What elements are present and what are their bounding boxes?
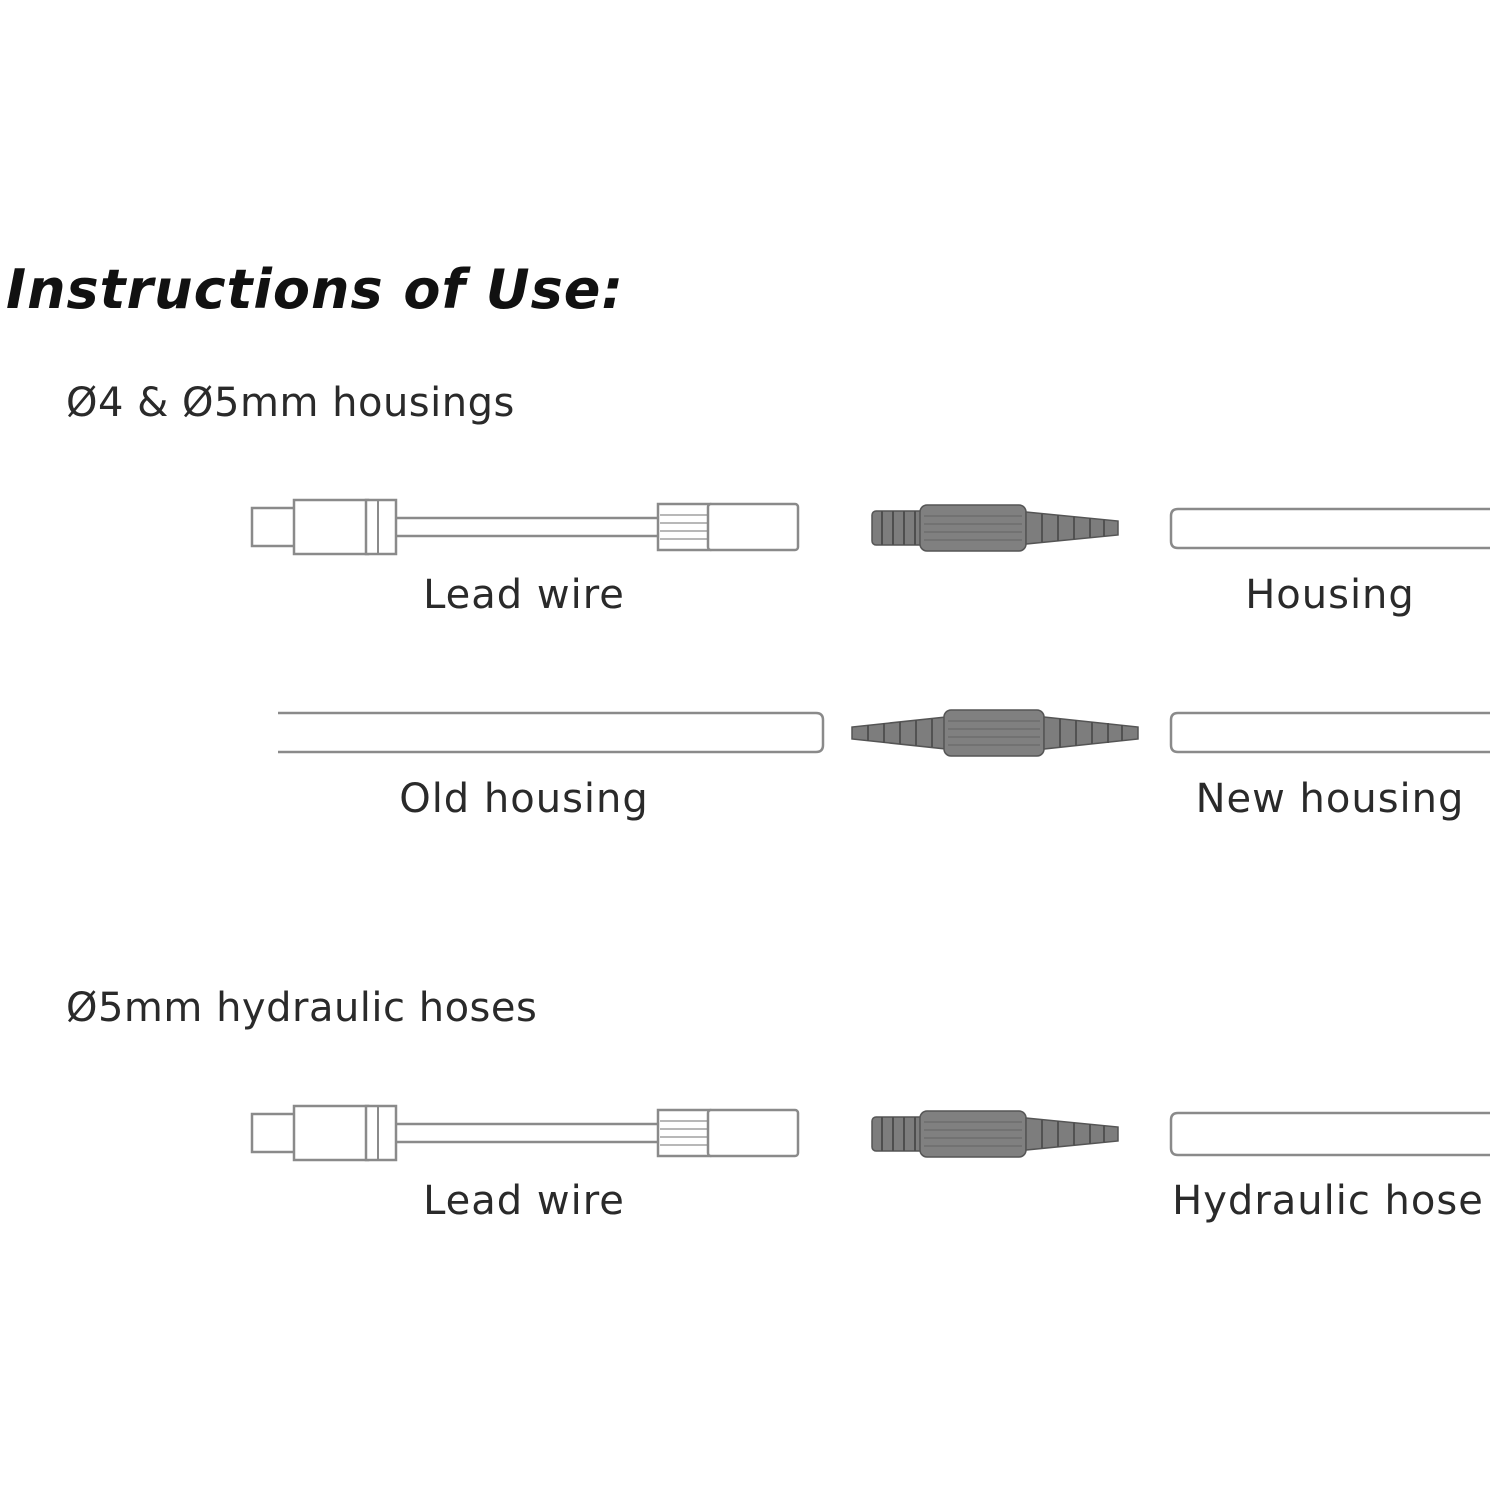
label-lead-wire-2: Lead wire (423, 1178, 625, 1224)
row2-new-housing-tube (1169, 711, 1490, 754)
row1-housing-tube (1169, 507, 1490, 550)
label-housing: Housing (1245, 572, 1415, 618)
section-heading-housings: Ø4 & Ø5mm housings (66, 380, 515, 426)
label-new-housing: New housing (1195, 776, 1465, 822)
row2-old-housing-tube (278, 711, 825, 754)
row1-connector (871, 504, 1119, 552)
row3-hydraulic-hose-tube (1169, 1111, 1490, 1157)
row2-double-connector (851, 709, 1139, 757)
page-title: Instructions of Use: (6, 258, 624, 321)
label-lead-wire-1: Lead wire (423, 572, 625, 618)
row3-connector (871, 1110, 1119, 1158)
row1-lead-wire (250, 498, 800, 556)
section-heading-hydraulic: Ø5mm hydraulic hoses (66, 985, 538, 1031)
row3-lead-wire (250, 1104, 800, 1162)
label-hydraulic-hose: Hydraulic hose (1172, 1178, 1484, 1224)
label-old-housing: Old housing (399, 776, 649, 822)
